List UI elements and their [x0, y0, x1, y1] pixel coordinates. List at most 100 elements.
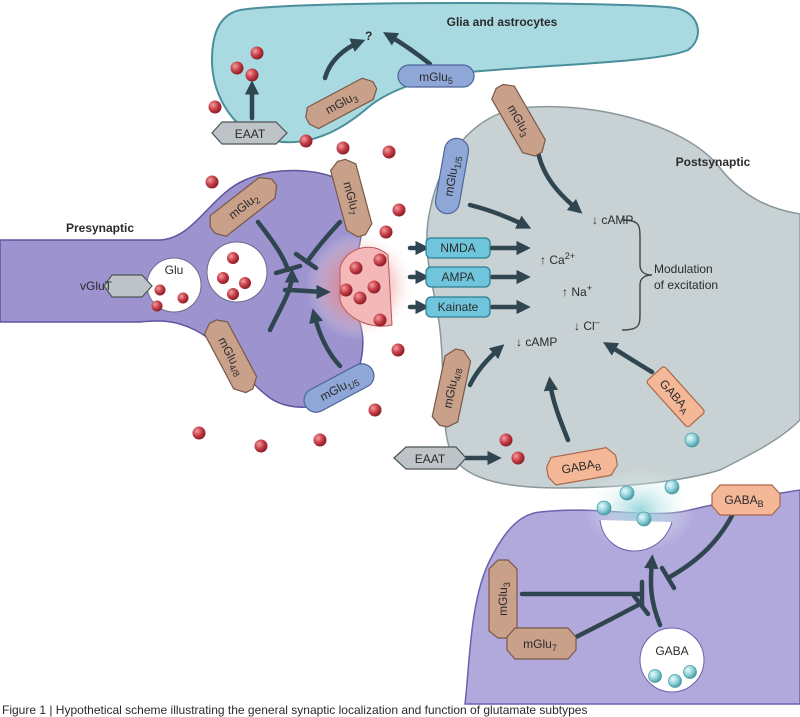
arrow-mglu5-glia: [383, 32, 433, 67]
gaba-molecule: [636, 511, 652, 527]
inhibit-mglu7-term-bar: [631, 593, 651, 617]
receptor-mglu3-term: mGlu3: [488, 559, 518, 639]
glutamate-molecule: [353, 291, 367, 305]
effect-cl: ↓ Cl: [574, 319, 595, 333]
glutamate-molecule: [208, 100, 222, 114]
glutamate-molecule: [227, 288, 239, 300]
glutamate-molecule: [245, 68, 259, 82]
glutamate-molecule: [339, 283, 353, 297]
receptor-mglu2-pre: mGlu2: [209, 176, 278, 237]
inhibit-gabab-term: [665, 507, 738, 581]
svg-text:mGlu7: mGlu7: [523, 637, 557, 653]
glutamate-molecule: [511, 451, 525, 465]
glutamate-molecule: [379, 225, 393, 239]
receptor-mglu48-post: mGlu4/8: [431, 348, 472, 428]
receptor-mglu15-pre: mGlu1/5: [303, 363, 375, 413]
glutamate-molecule: [499, 433, 513, 447]
presynaptic-title: Presynaptic: [66, 221, 134, 235]
gaba-molecule: [619, 485, 635, 501]
inhibit-gabab-term-bar: [659, 565, 677, 591]
glutamate-molecule: [373, 313, 387, 327]
glutamate-molecules: [151, 46, 525, 465]
postsynaptic-title: Postsynaptic: [676, 155, 751, 169]
gaba-molecule: [596, 500, 612, 516]
receptor-mglu3-glia: mGlu3: [305, 77, 378, 130]
gabab-post-label: GABA: [560, 457, 595, 477]
modulation-line1: Modulation: [654, 262, 713, 276]
receptor-gabab-term: GABAB: [711, 484, 781, 516]
signal-arrows: [244, 32, 738, 643]
inhibit-mglu7: [304, 219, 343, 265]
glutamate-molecule: [217, 272, 229, 284]
glutamate-molecule: [392, 203, 406, 217]
modulation-line2: of excitation: [654, 278, 718, 292]
gaba-molecule: [668, 674, 682, 688]
gaba-vesicle-label: GABA: [655, 644, 688, 658]
arrow-mglu15-pre: [309, 308, 343, 369]
glutamate-molecule: [313, 433, 327, 447]
receptor-gabab-post: GABAB: [546, 447, 618, 486]
nmda-label: NMDA: [440, 241, 475, 255]
glutamate-molecule: [239, 277, 251, 289]
glutamate-molecule: [368, 403, 382, 417]
transporter-eaat-post: EAAT: [393, 446, 467, 470]
svg-text:mGlu5: mGlu5: [419, 70, 453, 86]
svg-text:mGlu1/5: mGlu1/5: [442, 155, 465, 198]
arrow-presyn-up: [267, 268, 300, 333]
glutamate-molecule: [373, 253, 387, 267]
svg-text:mGlu4/8: mGlu4/8: [440, 366, 464, 410]
mglu3-term-label: mGlu: [496, 587, 510, 616]
svg-text:↑ Na+: ↑ Na+: [562, 283, 592, 299]
receptor-mglu3-post: mGlu3: [491, 83, 546, 157]
receptor-mglu15-post: mGlu1/5: [434, 137, 470, 215]
glia-title: Glia and astrocytes: [447, 15, 558, 29]
mglu5-glia-label: mGlu: [419, 70, 448, 84]
inhibit-mglu2: [255, 219, 291, 273]
kainate-label: Kainate: [438, 300, 479, 314]
glia-question-mark: ?: [365, 29, 372, 43]
arrow-gaba-up: [644, 554, 663, 628]
vesicle-gaba-release: [599, 519, 673, 552]
transporter-vglut: vGluT: [80, 274, 153, 298]
glutamate-molecule: [254, 439, 268, 453]
eaat-post-label: EAAT: [415, 452, 446, 466]
glutamate-molecule: [349, 261, 363, 275]
vglut-label: vGluT: [80, 279, 113, 293]
glutamate-molecule: [192, 426, 206, 440]
arrow-presyn-left-to-release: [282, 284, 331, 300]
receptor-mglu48-pre: mGlu4/8: [203, 319, 258, 394]
glutamate-molecule: [230, 61, 244, 75]
glutamate-molecule: [227, 252, 239, 264]
gaba-molecule: [648, 669, 662, 683]
glutamate-molecule: [177, 292, 189, 304]
receptor-ampa: AMPA: [425, 266, 491, 288]
effect-na: ↑ Na: [562, 285, 587, 299]
glutamate-molecule: [382, 145, 396, 159]
eaat-glia-label: EAAT: [235, 127, 266, 141]
inhibit-mglu2-bar: [273, 263, 303, 276]
glutamate-molecule: [250, 46, 264, 60]
arrow-gabaa: [603, 342, 655, 375]
receptor-nmda: NMDA: [425, 237, 491, 259]
effect-camp-bottom: ↓ cAMP: [516, 335, 557, 349]
arrow-mglu3-glia: [322, 38, 366, 81]
receptor-mglu5-glia: mGlu5: [397, 64, 475, 88]
effect-camp-top: ↓ cAMP: [592, 213, 633, 227]
glu-label: Glu: [165, 263, 184, 277]
glutamate-molecule: [367, 280, 381, 294]
figure-caption: Figure 1 | Hypothetical scheme illustrat…: [2, 703, 587, 717]
vesicle-glu-2: [206, 241, 268, 303]
svg-text:mGlu3: mGlu3: [496, 582, 512, 616]
glutamate-molecule: [154, 284, 166, 296]
glutamate-molecule: [299, 134, 313, 148]
receptor-eaat-glia: EAAT: [211, 121, 288, 145]
mglu7-term-label: mGlu: [523, 637, 552, 651]
arrow-gabab-post: [543, 376, 571, 443]
glutamate-molecule: [205, 175, 219, 189]
receptor-mglu7-pre: mGlu7: [329, 158, 373, 238]
svg-text:↓ Cl–: ↓ Cl–: [574, 317, 600, 333]
gaba-molecule: [664, 479, 680, 495]
receptor-kainate: Kainate: [425, 296, 491, 318]
glutamate-molecule: [336, 141, 350, 155]
